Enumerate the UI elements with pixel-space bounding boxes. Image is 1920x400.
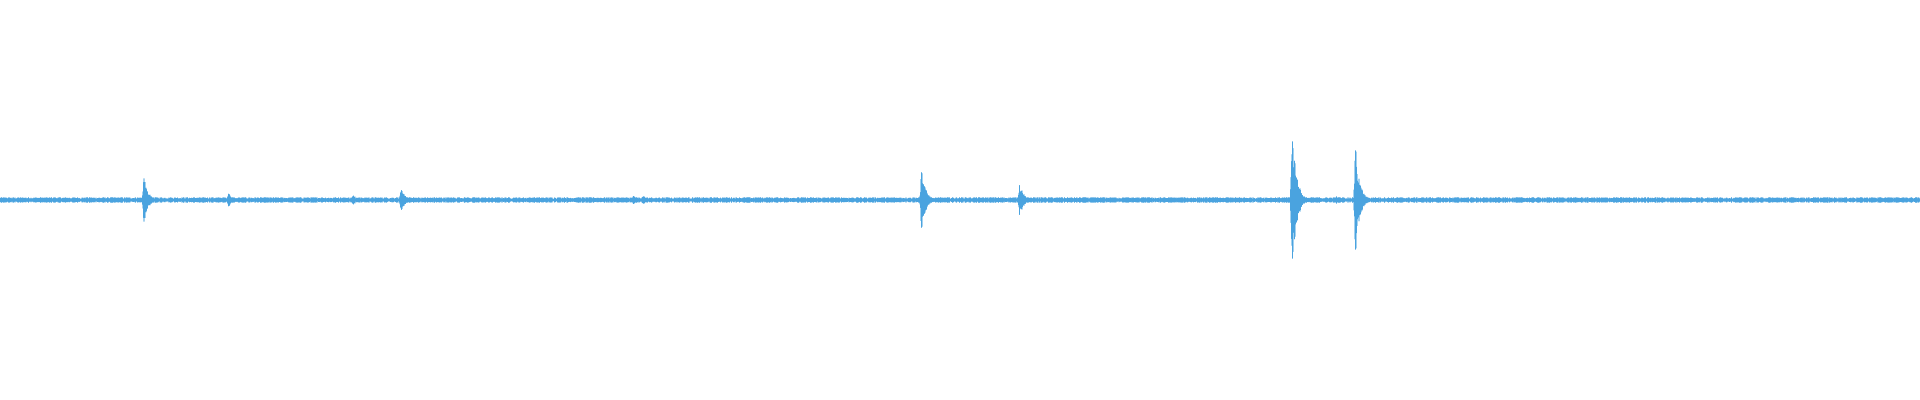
waveform-trace [0, 141, 1920, 259]
